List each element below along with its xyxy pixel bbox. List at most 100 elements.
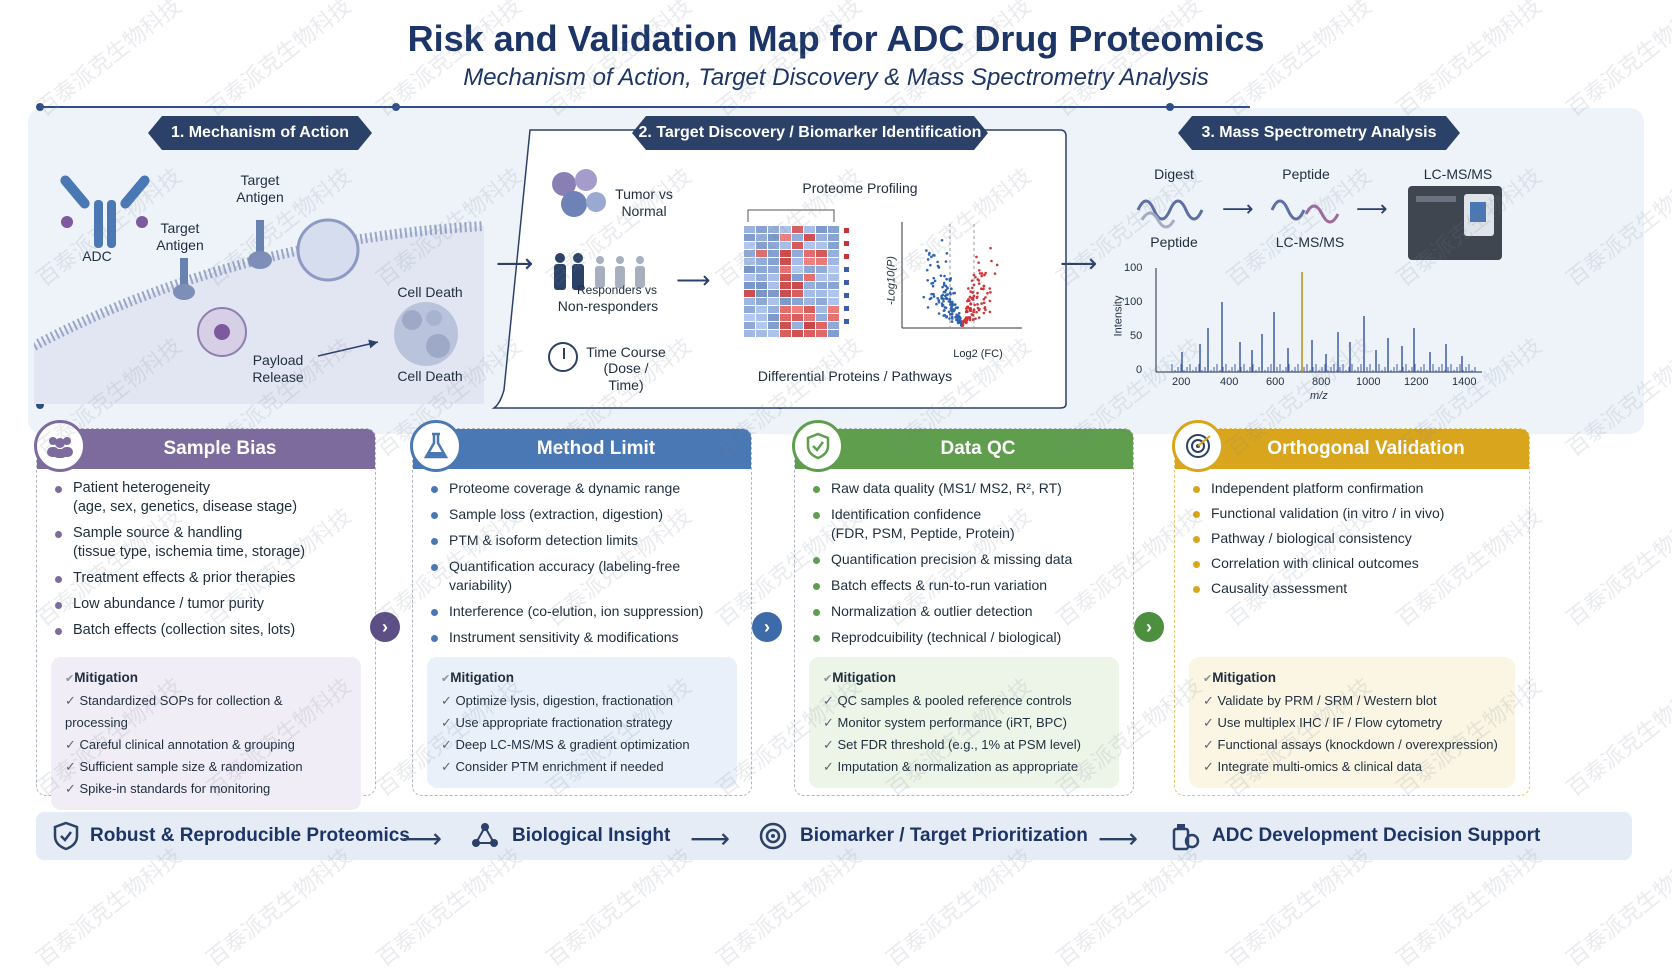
- volcano-point: [950, 315, 954, 319]
- volcano-point: [982, 301, 986, 305]
- section3-title: 3. Mass Spectrometry Analysis: [1178, 116, 1460, 150]
- volcano-point: [964, 316, 968, 319]
- heatmap-cell: [828, 290, 839, 297]
- outcome-bar: [36, 812, 1632, 860]
- heatmap-cell: [792, 282, 803, 289]
- heatmap-cell: [768, 306, 779, 313]
- heatmap-cell: [828, 306, 839, 313]
- list-item: Causality assessment: [1189, 579, 1515, 597]
- cell-death-label: Cell Death: [397, 284, 463, 300]
- list-item: Normalization & outlier detection: [809, 602, 1119, 621]
- heatmap-cell: [744, 330, 755, 337]
- heatmap-cell: [804, 306, 815, 313]
- legend-swatch: [844, 241, 849, 246]
- section1-title: 1. Mechanism of Action: [148, 116, 372, 150]
- heatmap-cell: [780, 234, 791, 241]
- heatmap-cell: [792, 290, 803, 297]
- heatmap-cell: [816, 274, 827, 281]
- heatmap-cell: [804, 322, 815, 329]
- heatmap-cell: [756, 234, 767, 241]
- chevron-right-icon: ›: [752, 612, 782, 642]
- list-item: Independent platform confirmation: [1189, 479, 1515, 497]
- heatmap-cell: [756, 266, 767, 273]
- heatmap-cell: [756, 274, 767, 281]
- people-icon: [554, 253, 645, 290]
- heatmap-cell: [744, 274, 755, 281]
- volcano-point: [982, 311, 986, 315]
- volcano-point: [978, 272, 982, 275]
- section2-title: 2. Target Discovery / Biomarker Identifi…: [632, 116, 988, 150]
- heatmap-cell: [744, 282, 755, 289]
- heatmap-cell: [828, 282, 839, 289]
- outcome-item: Biological Insight: [470, 812, 670, 860]
- timeline-dot: [36, 103, 44, 111]
- list-item: Interference (co-elution, ion suppressio…: [427, 602, 737, 621]
- volcano-point: [978, 307, 981, 311]
- heatmap-cell: [744, 250, 755, 257]
- heatmap-cell: [804, 242, 815, 249]
- volcano-y-label: -Log10(P): [885, 256, 898, 305]
- volcano-point: [945, 297, 948, 300]
- heatmap-cell: [804, 298, 815, 305]
- volcano-point: [952, 292, 955, 295]
- data-qc-list: Raw data quality (MS1/ MS2, R², RT) Iden…: [795, 469, 1133, 647]
- volcano-point: [993, 272, 997, 275]
- heatmap-cell: [816, 250, 827, 257]
- mass-spectrum-chart: [1155, 268, 1482, 373]
- volcano-point: [953, 303, 957, 306]
- orthogonal-validation-list: Independent platform confirmation Functi…: [1175, 469, 1529, 597]
- shield-icon: [53, 821, 79, 851]
- decision-icon: [1172, 824, 1200, 851]
- heatmap-cell: [804, 330, 815, 337]
- list-item: Patient heterogeneity(age, sex, genetics…: [51, 479, 361, 517]
- volcano-point: [988, 287, 992, 290]
- heatmap-cell: [816, 290, 827, 297]
- heatmap-cell: [744, 290, 755, 297]
- heatmap-cell: [756, 298, 767, 305]
- volcano-point: [980, 272, 984, 275]
- heatmap-cell: [744, 298, 755, 305]
- volcano-point: [928, 297, 932, 301]
- heatmap-cell: [828, 322, 839, 329]
- volcano-point: [950, 287, 953, 291]
- volcano-point: [946, 287, 949, 290]
- volcano-point: [982, 297, 986, 301]
- heatmap-cell: [768, 322, 779, 329]
- timeline-dot: [1166, 103, 1174, 111]
- method-limit-header: Method Limit: [413, 429, 751, 469]
- heatmap-cell: [792, 234, 803, 241]
- volcano-point: [984, 296, 987, 299]
- outcome-item: Robust & Reproducible Proteomics: [52, 812, 410, 860]
- list-item: Treatment effects & prior therapies: [51, 569, 361, 588]
- flask-icon: [410, 420, 462, 472]
- legend-swatch: [844, 280, 849, 285]
- heatmap-cell: [804, 314, 815, 321]
- heatmap-cell: [744, 306, 755, 313]
- heatmap-cell: [768, 250, 779, 257]
- volcano-point: [977, 268, 981, 272]
- heatmap-cell: [780, 306, 791, 313]
- volcano-point: [976, 303, 979, 306]
- legend-swatch: [844, 228, 849, 233]
- heatmap-cell: [792, 298, 803, 305]
- heatmap-cell: [744, 314, 755, 321]
- volcano-point: [970, 313, 974, 316]
- volcano-point: [972, 308, 976, 312]
- dendrogram: [747, 209, 835, 222]
- volcano-point: [932, 276, 936, 280]
- heatmap-cell: [792, 258, 803, 265]
- volcano-point: [977, 261, 980, 264]
- legend-swatch: [844, 293, 849, 298]
- volcano-point: [945, 293, 948, 297]
- heatmap-cell: [768, 226, 779, 233]
- volcano-point: [948, 313, 952, 316]
- volcano-point: [948, 299, 952, 303]
- heatmap-cell: [780, 282, 791, 289]
- volcano-point: [936, 264, 940, 268]
- volcano-point: [955, 318, 958, 322]
- responders-label: Responders vs: [576, 283, 658, 297]
- volcano-point: [977, 282, 981, 285]
- volcano-point: [948, 291, 952, 295]
- chevron-right-icon: ›: [1134, 612, 1164, 642]
- volcano-point: [965, 309, 969, 313]
